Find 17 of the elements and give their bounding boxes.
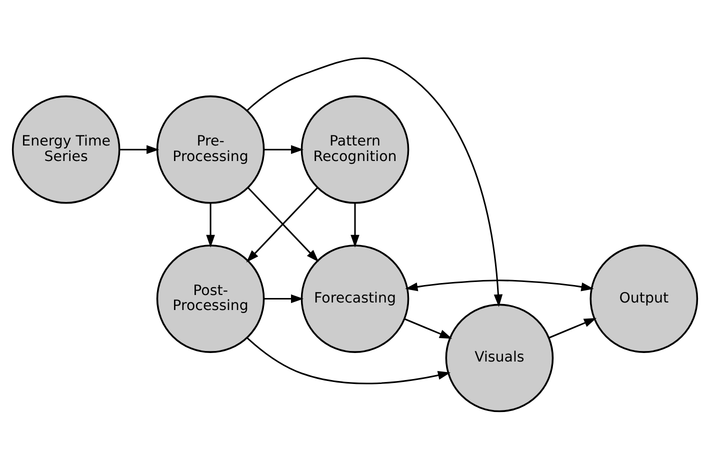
arrow: [246, 57, 503, 306]
node-circle: Output: [590, 244, 698, 352]
arrow: [264, 294, 304, 303]
node-circle: Energy Time Series: [12, 94, 120, 204]
node-circle: Post-Processing: [156, 244, 265, 352]
arrow: [405, 279, 594, 291]
arrow: [119, 144, 160, 154]
arrow: [206, 202, 215, 247]
arrow: [404, 318, 452, 338]
arrow: [548, 318, 597, 338]
node-circle: Pre-Processing: [156, 94, 265, 204]
arrow: [350, 202, 360, 247]
node-circle: Pattern Recognition: [300, 94, 410, 204]
arrow: [246, 337, 451, 384]
node-circle: Forecasting: [300, 244, 410, 352]
arrow: [264, 144, 304, 154]
node-circle: Visuals: [445, 303, 554, 412]
